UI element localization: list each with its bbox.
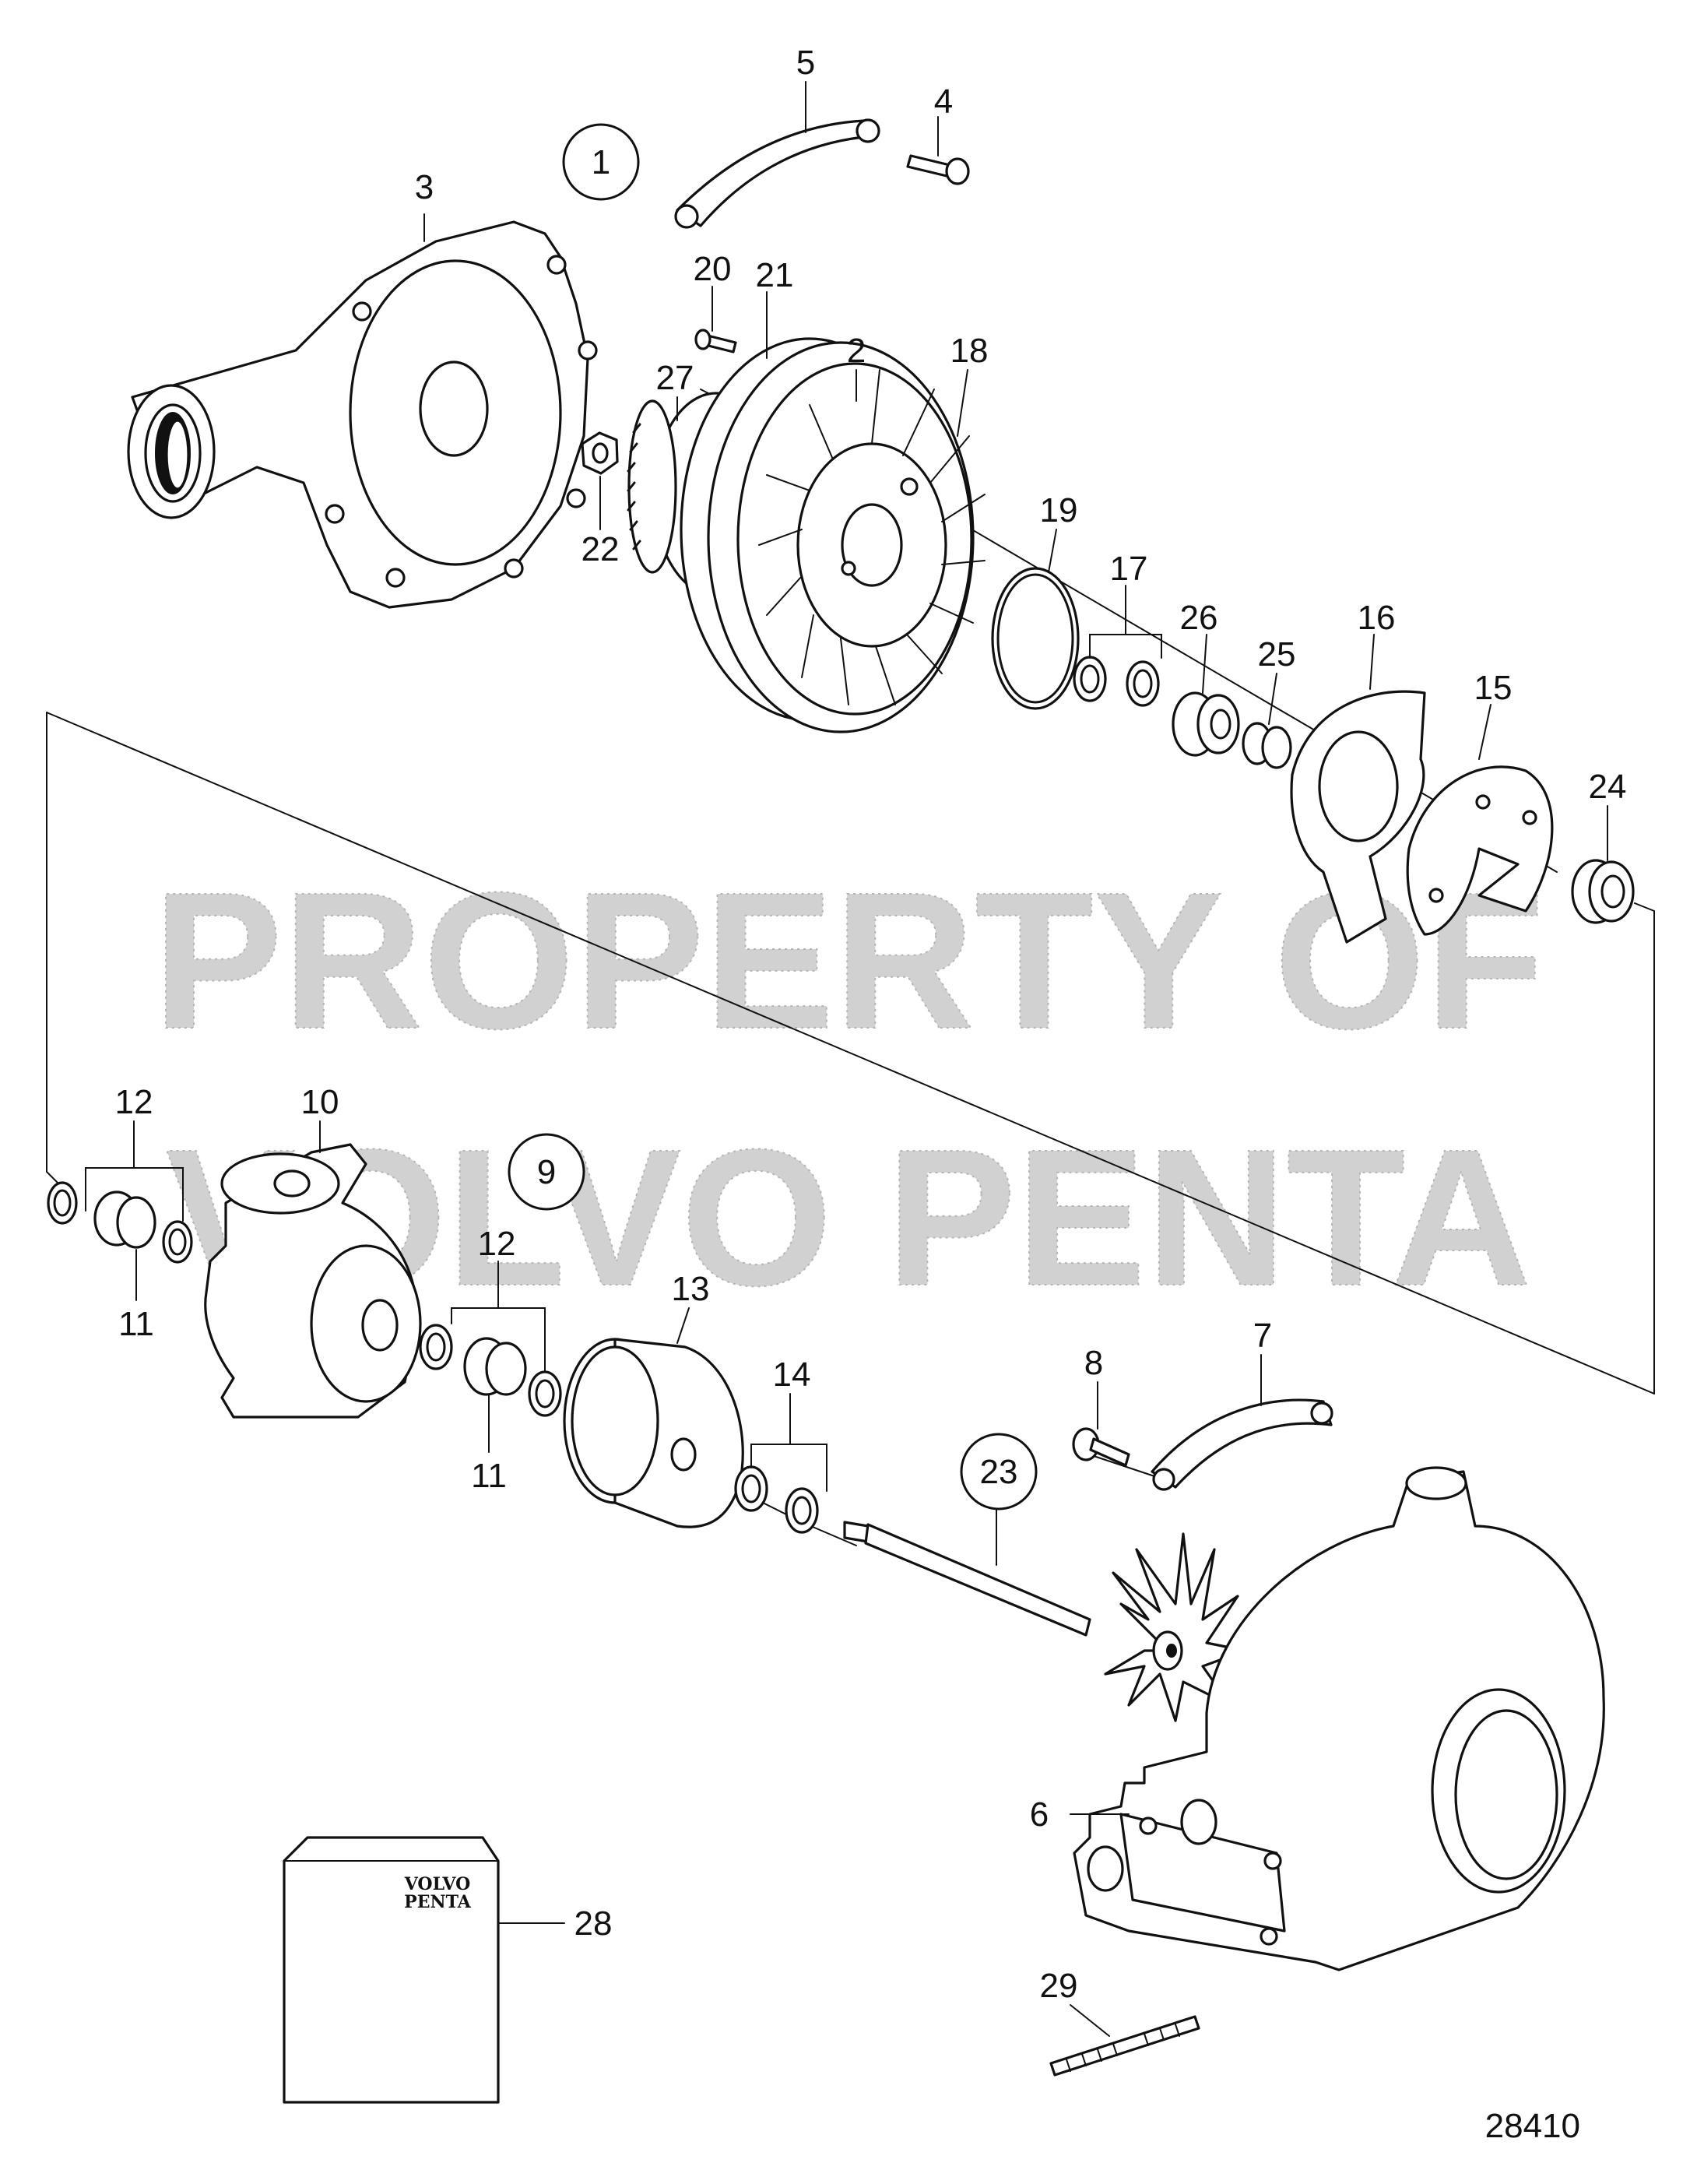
callout-12-left: 12	[115, 1083, 153, 1121]
screw-part-8	[1072, 1427, 1130, 1467]
leader-lines	[85, 81, 1608, 2037]
callout-13: 13	[672, 1270, 710, 1308]
half-plate-part-15	[1406, 765, 1554, 936]
circled-callout-9: 9	[508, 1133, 585, 1211]
pump-housing-part-6	[1073, 1466, 1605, 1971]
svg-text:1: 1	[592, 143, 610, 181]
callout-20: 20	[694, 250, 732, 288]
o-ring-part-19	[991, 567, 1080, 710]
callout-10: 10	[301, 1083, 339, 1121]
callout-11-left: 11	[118, 1305, 154, 1343]
callout-27: 27	[656, 359, 694, 397]
svg-text:23: 23	[980, 1453, 1018, 1491]
clamp-strap-bottom	[1151, 1398, 1333, 1491]
callout-14: 14	[773, 1356, 811, 1394]
callout-11-right: 11	[471, 1457, 507, 1495]
circled-callout-23: 23	[960, 1433, 1038, 1511]
callout-29: 29	[1040, 1967, 1078, 2005]
callout-7: 7	[1253, 1317, 1272, 1355]
nut-part-22	[581, 431, 619, 475]
callout-19: 19	[1040, 491, 1078, 529]
callout-6: 6	[1030, 1795, 1049, 1834]
drawing-number: 28410	[1485, 2107, 1580, 2145]
callout-4: 4	[934, 83, 953, 121]
callout-8: 8	[1084, 1344, 1103, 1382]
callout-16: 16	[1358, 599, 1396, 637]
seal-rings-part-17	[1073, 656, 1160, 707]
cylinder-part-13	[563, 1338, 744, 1528]
kit-logo-line-2: PENTA	[404, 1892, 472, 1912]
callout-18: 18	[950, 332, 989, 370]
screw-part-20	[694, 329, 737, 353]
watermark-line-1: PROPERTY OF	[153, 852, 1544, 1069]
callout-5: 5	[796, 44, 815, 82]
clamp-strap-top	[674, 118, 880, 229]
circled-callout-1: 1	[562, 123, 640, 201]
impeller-wheel-part-18	[680, 337, 986, 733]
rings-part-14	[734, 1465, 819, 1534]
pump-cover-housing	[127, 220, 598, 609]
callout-21: 21	[756, 256, 794, 294]
callout-2: 2	[847, 332, 866, 370]
callout-3: 3	[415, 168, 434, 206]
repair-kit-bag-part-28: VOLVO PENTA	[283, 1836, 500, 2104]
ring-part-24	[1571, 859, 1635, 924]
screw-part-4	[906, 154, 970, 185]
callout-12-right: 12	[478, 1225, 516, 1263]
callout-15: 15	[1474, 669, 1513, 707]
svg-text:9: 9	[537, 1153, 556, 1191]
callout-17: 17	[1110, 550, 1148, 588]
callout-25: 25	[1258, 635, 1296, 673]
shaft-impeller-part-23	[843, 1521, 1247, 1722]
ring-set-left-part-12	[47, 1181, 193, 1264]
callout-28: 28	[574, 1904, 613, 1943]
bushing-part-25	[1242, 722, 1292, 769]
ring-set-right-part-12	[419, 1324, 562, 1417]
callout-24: 24	[1589, 768, 1627, 806]
callout-labels: 5 4 3 20 21 2 18 27 22 19 17 26 25 16 15…	[115, 44, 1627, 2005]
stud-part-29	[1049, 2015, 1200, 2077]
bearing-part-26	[1172, 691, 1240, 757]
kit-logo-line-1: VOLVO	[404, 1874, 471, 1894]
bearing-housing-part-10	[204, 1143, 422, 1419]
callout-26: 26	[1180, 599, 1218, 637]
callout-22: 22	[581, 530, 620, 568]
plate-part-16	[1290, 690, 1426, 944]
